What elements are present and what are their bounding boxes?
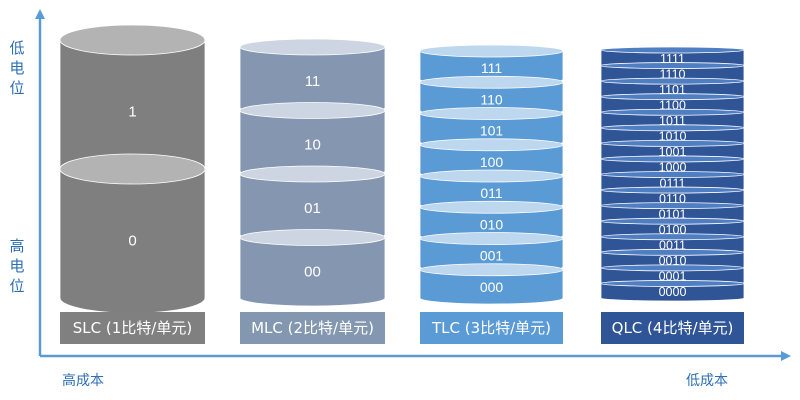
level-label: 101 (480, 123, 504, 139)
cylinder-top (600, 46, 745, 54)
cylinder-top (419, 200, 564, 214)
cylinder-top (419, 169, 564, 183)
cell-level: 00 (239, 229, 386, 307)
y-axis-top-char: 电 (9, 59, 25, 77)
y-axis-bottom-char: 位 (9, 277, 25, 295)
cylinder-top (419, 232, 564, 245)
y-axis-top-label: 低 电 位 (4, 38, 30, 98)
cylinder-top (600, 108, 745, 116)
cylinder-top (419, 75, 564, 89)
x-axis-left-label: 高成本 (62, 373, 104, 389)
cylinder-top (600, 264, 745, 272)
slc-caption: SLC (1比特/单元) (60, 312, 205, 344)
level-label: 00 (304, 263, 321, 280)
level-label: 011 (480, 185, 503, 201)
qlc-stack: 1111111011011100101110101001100001110110… (600, 46, 745, 302)
cylinder-top (600, 77, 745, 85)
cylinder-top (600, 202, 745, 210)
level-label: 111 (481, 60, 502, 76)
y-axis-bottom-label: 高 电 位 (4, 236, 30, 296)
cell-level: 000 (419, 263, 564, 305)
cell-level: 0 (59, 153, 206, 314)
level-label: 0000 (659, 285, 687, 299)
cylinder-top (600, 124, 745, 132)
level-label: 000 (480, 279, 504, 295)
y-axis-bottom-char: 高 (9, 237, 25, 255)
cylinder-top (419, 138, 564, 152)
y-axis-top-char: 位 (9, 79, 25, 97)
cylinder-top (600, 93, 745, 101)
cylinder-body (419, 269, 564, 305)
level-label: 1 (128, 104, 136, 121)
slc-stack: 10 (59, 24, 206, 314)
y-axis-top-char: 低 (9, 39, 25, 57)
cell-level: 10 (239, 102, 386, 180)
cylinder-top (419, 107, 564, 120)
cylinder-top (239, 102, 386, 119)
cylinder-body (600, 283, 745, 302)
cylinder-top (600, 248, 745, 256)
y-axis-bottom-char: 电 (9, 257, 25, 275)
mlc-caption: MLC (2比特/单元) (240, 312, 385, 344)
qlc-caption: QLC (4比特/单元) (601, 312, 744, 344)
cylinder-top (59, 24, 206, 56)
level-label: 010 (480, 216, 504, 232)
cylinder-top (600, 233, 745, 241)
cylinder-top (239, 229, 386, 246)
cylinder-top (600, 171, 745, 178)
cylinder-top (600, 139, 745, 147)
tlc-caption: TLC (3比特/单元) (420, 312, 563, 344)
tlc-stack: 111 110 101 100 011 010 001 000 (419, 44, 564, 305)
level-label: 01 (304, 200, 321, 217)
cylinder-body (239, 237, 386, 307)
cylinder-top (600, 186, 745, 194)
cylinder-top (600, 280, 745, 287)
level-label: 10 (304, 136, 321, 153)
level-label: 110 (480, 91, 503, 107)
cylinder-top (239, 165, 386, 183)
mlc-stack: 11 10 01 00 (239, 38, 386, 307)
cylinder-top (59, 153, 206, 185)
x-axis-right-label: 低成本 (686, 373, 728, 389)
level-label: 100 (480, 154, 504, 170)
cylinder-top (600, 155, 745, 163)
cylinder-top (419, 44, 564, 58)
cell-level: 1 (59, 24, 206, 185)
cell-level: 0000 (600, 280, 745, 302)
cylinder-top (600, 217, 745, 225)
cylinder-top (419, 263, 564, 277)
cell-stacks: 1011100100111110101100011010001000111111… (59, 24, 745, 314)
level-label: 11 (305, 73, 321, 90)
level-label: 0 (128, 233, 136, 250)
cylinder-top (239, 38, 386, 56)
level-label: 001 (480, 248, 504, 264)
cylinder-top (600, 62, 745, 69)
